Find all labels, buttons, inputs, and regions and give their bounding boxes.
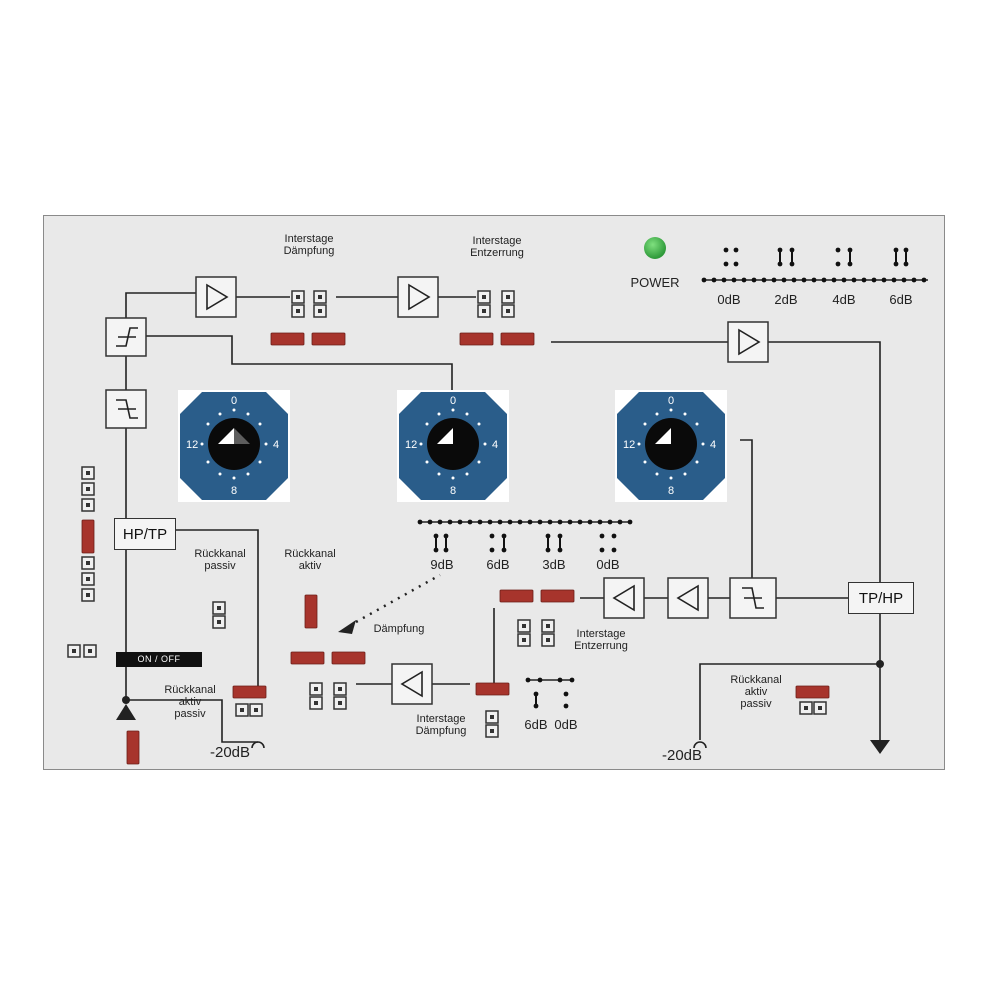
tp-hp-label: TP/HP xyxy=(858,589,904,607)
db-small-0: 6dB xyxy=(524,717,548,732)
db-top-1: 2dB xyxy=(774,292,798,307)
knob2-label-left: 12 xyxy=(405,439,417,451)
db-top-0: 0dB xyxy=(717,292,741,307)
label-rueckkanal-aktiv-passiv-right: Rückkanal aktiv passiv xyxy=(730,674,782,710)
hp-tp-filter xyxy=(114,518,176,550)
label-interstage-daempfung-top: Interstage Dämpfung xyxy=(283,233,335,257)
knob3-label-right: 4 xyxy=(710,439,716,451)
label-rueckkanal-aktiv: Rückkanal aktiv xyxy=(284,548,336,572)
knob3-label-bottom: 8 xyxy=(668,485,674,497)
power-led xyxy=(644,237,666,259)
rotary-knob-2[interactable]: 0 12 4 8 xyxy=(397,390,509,502)
knob1-label-bottom: 8 xyxy=(231,485,237,497)
label-daempfung: Dämpfung xyxy=(373,623,425,635)
knob2-label-right: 4 xyxy=(492,439,498,451)
db-mid-2: 3dB xyxy=(542,557,566,572)
db-mid-1: 6dB xyxy=(486,557,510,572)
knob1-label-left: 12 xyxy=(186,439,198,451)
tp-hp-filter xyxy=(848,582,914,614)
db-small-1: 0dB xyxy=(554,717,578,732)
label-minus20db-right: -20dB xyxy=(661,747,703,764)
knob2-label-bottom: 8 xyxy=(450,485,456,497)
rotary-knob-1[interactable]: 0 12 4 8 xyxy=(178,390,290,502)
label-minus20db-left: -20dB xyxy=(209,744,251,761)
db-mid-3: 0dB xyxy=(596,557,620,572)
hp-tp-label: HP/TP xyxy=(122,525,168,543)
knob3-label-top: 0 xyxy=(668,395,674,407)
db-top-2: 4dB xyxy=(832,292,856,307)
knob1-label-right: 4 xyxy=(273,439,279,451)
power-label: POWER xyxy=(630,275,680,290)
label-rueckkanal-passiv: Rückkanal passiv xyxy=(194,548,246,572)
rotary-knob-3[interactable]: 0 12 4 8 xyxy=(615,390,727,502)
db-top-3: 6dB xyxy=(889,292,913,307)
label-interstage-entzerrung-mid: Interstage Entzerrung xyxy=(574,628,628,652)
on-off-switch[interactable]: ON / OFF xyxy=(116,652,202,667)
label-rueckkanal-aktiv-passiv-left: Rückkanal aktiv passiv xyxy=(164,684,216,720)
label-interstage-entzerrung-top: Interstage Entzerrung xyxy=(470,235,524,259)
db-mid-0: 9dB xyxy=(430,557,454,572)
label-interstage-daempfung-bottom: Interstage Dämpfung xyxy=(415,713,467,737)
knob2-label-top: 0 xyxy=(450,395,456,407)
knob1-label-top: 0 xyxy=(231,395,237,407)
knob3-label-left: 12 xyxy=(623,439,635,451)
